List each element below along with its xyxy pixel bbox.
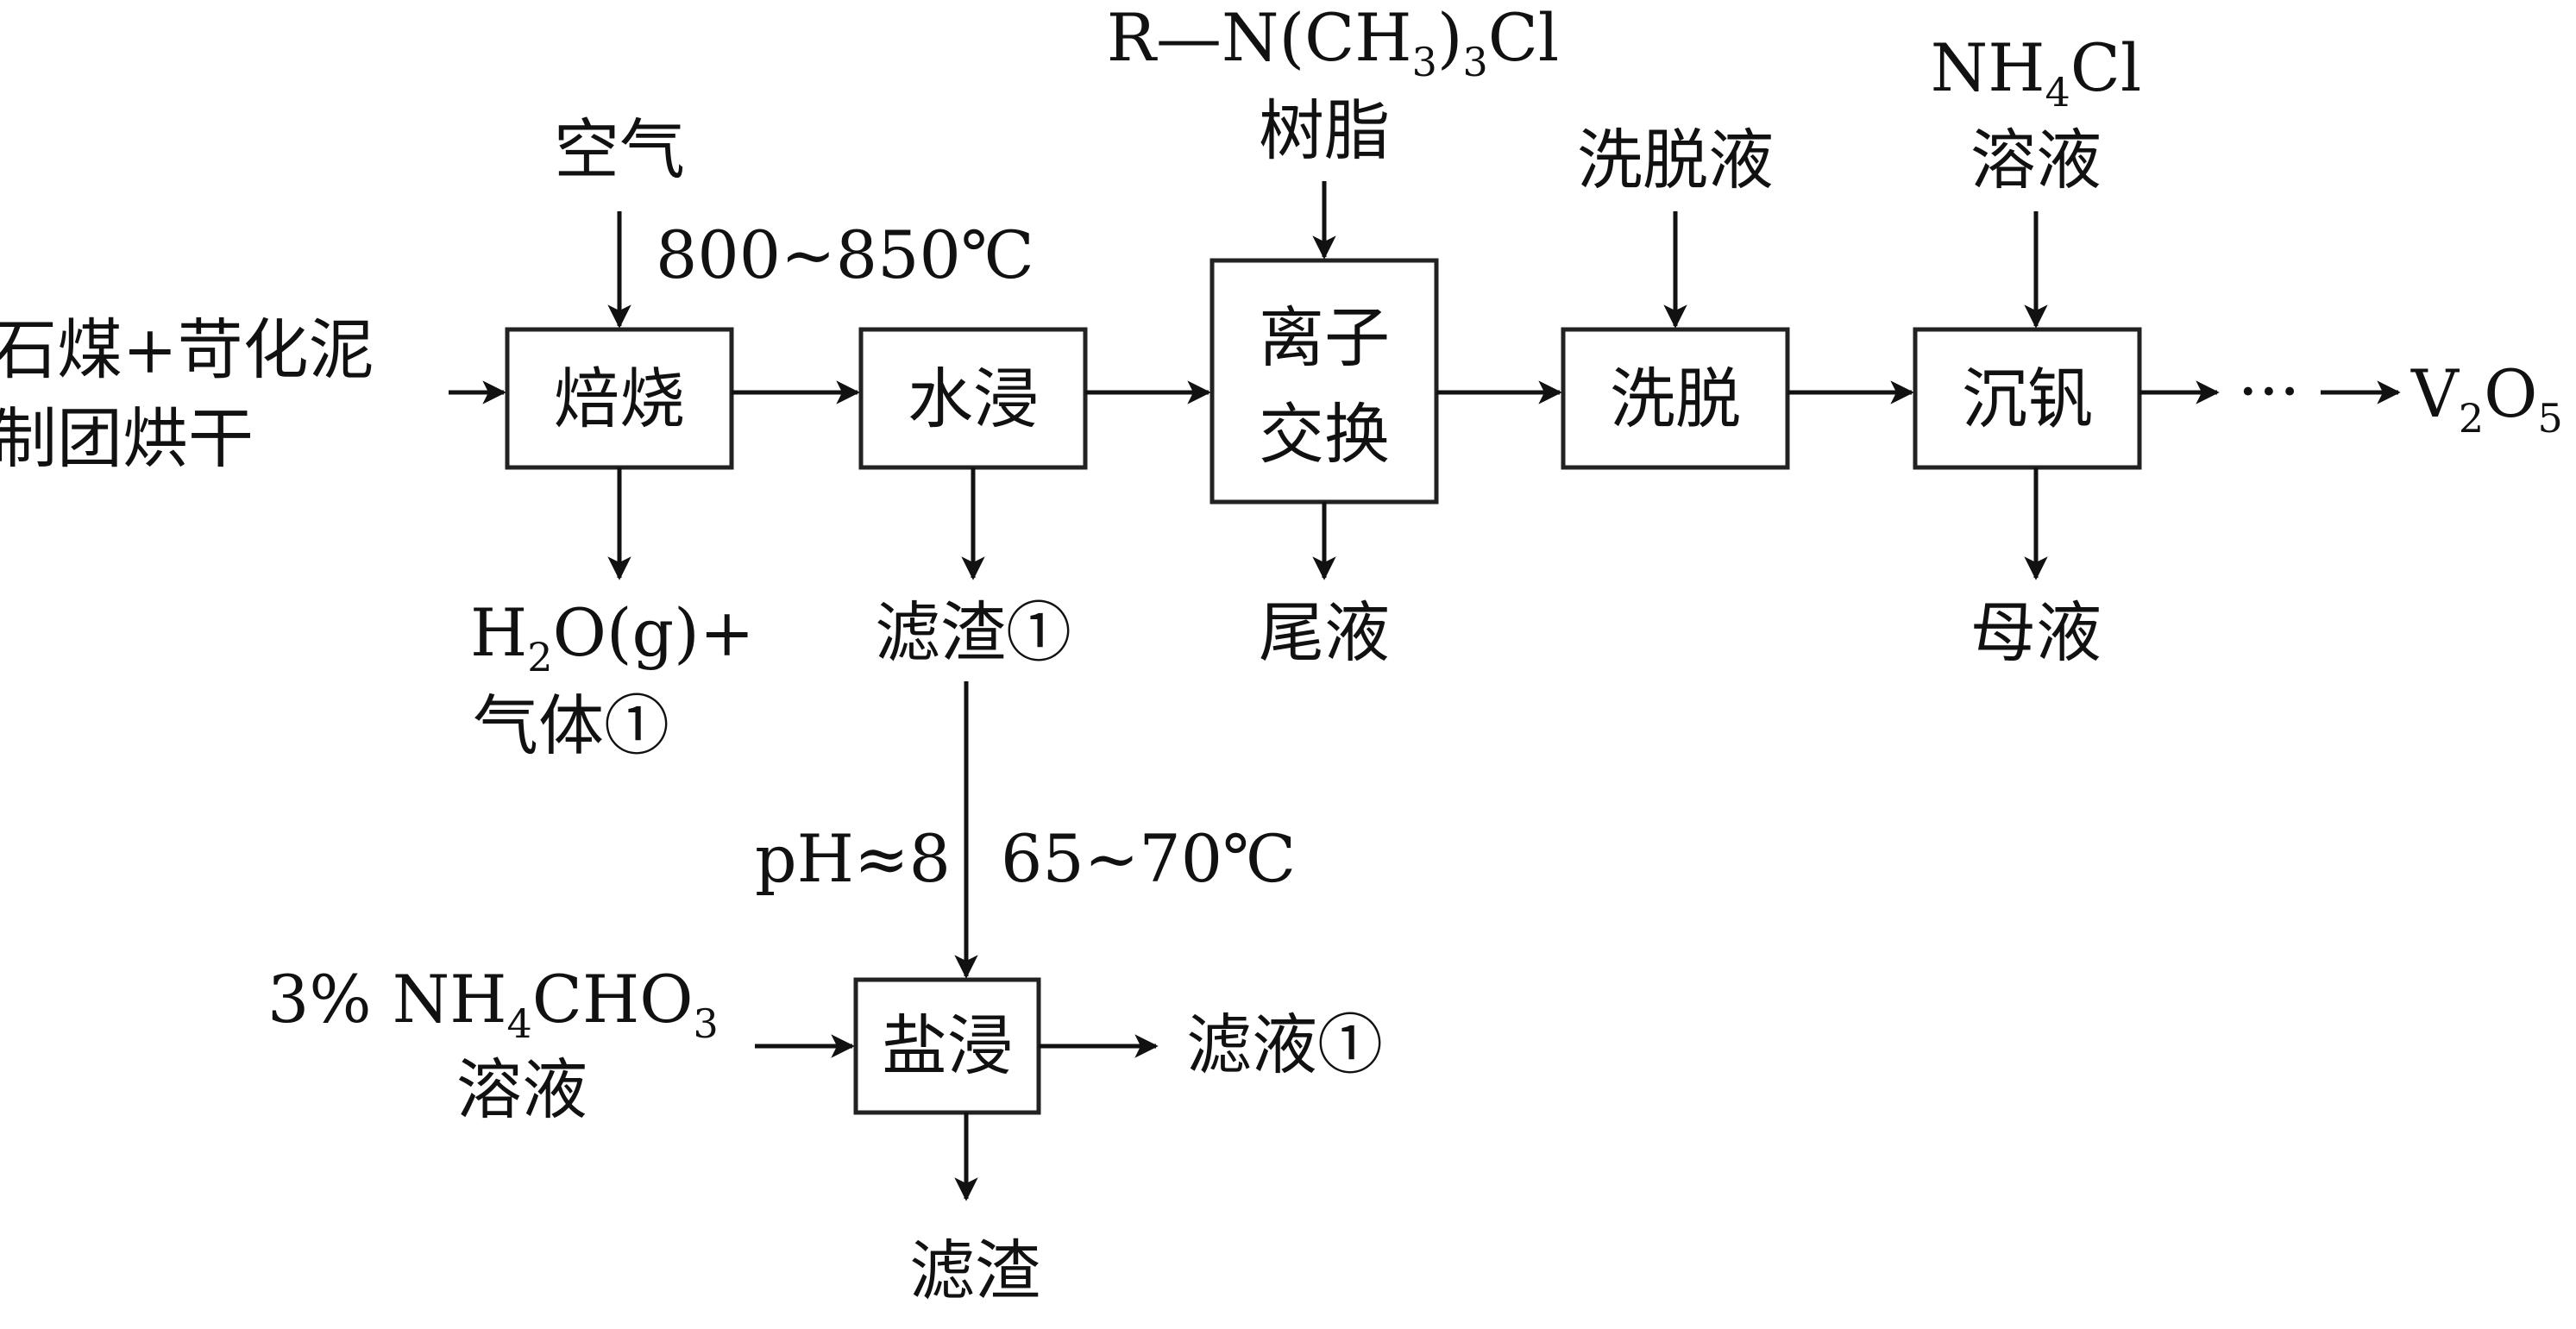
salt-leach-temperature-label: 65~70℃ <box>1001 820 1296 897</box>
nh4cho3-formula: 3% NH4CHO3 <box>267 961 719 1047</box>
roast-gas-label: 气体① <box>473 687 669 764</box>
filtrate1-label: 滤液① <box>1186 1006 1383 1083</box>
step-ion-exchange-label-2: 交换 <box>1259 396 1390 473</box>
step-elute-label: 洗脱 <box>1610 360 1741 437</box>
step-water-leach: 水浸 <box>858 327 1088 470</box>
step-ion-exchange-label-1: 离子 <box>1259 299 1390 376</box>
air-label: 空气 <box>554 111 685 188</box>
roast-temperature-label: 800~850℃ <box>656 216 1034 293</box>
residue1-label: 滤渣① <box>875 594 1071 671</box>
ph-label: pH≈8 <box>755 820 951 897</box>
step-precipitate-vanadium: 沉钒 <box>1913 327 2142 470</box>
step-precipitate-vanadium-label: 沉钒 <box>1962 360 2093 437</box>
nh4cl-solution-label: 溶液 <box>1970 122 2102 198</box>
residue-label: 滤渣 <box>909 1232 1040 1309</box>
roast-gas-formula: H2O(g)+ <box>470 594 755 680</box>
feed-label-2: 制团烘干 <box>0 400 254 477</box>
step-ion-exchange: 离子 交换 <box>1209 258 1439 505</box>
step-roast: 焙烧 <box>505 327 734 470</box>
mother-liquor-label: 母液 <box>1970 594 2102 671</box>
step-salt-leach: 盐浸 <box>853 977 1041 1115</box>
product-v2o5: V2O5 <box>2410 355 2563 442</box>
resin-formula: R—N(CH3)3Cl <box>1107 0 1560 85</box>
step-salt-leach-label: 盐浸 <box>882 1007 1013 1084</box>
ellipsis-label: ··· <box>2238 353 2300 429</box>
nh4cho3-solution-label: 溶液 <box>456 1051 587 1128</box>
step-water-leach-label: 水浸 <box>908 360 1039 437</box>
resin-label: 树脂 <box>1259 92 1390 169</box>
eluent-label: 洗脱液 <box>1577 122 1774 198</box>
tail-liquid-label: 尾液 <box>1259 594 1390 671</box>
step-roast-label: 焙烧 <box>554 360 685 437</box>
nh4cl-formula: NH4Cl <box>1931 29 2142 116</box>
feed-label-1: 石煤+苛化泥 <box>0 311 374 388</box>
step-elute: 洗脱 <box>1561 327 1790 470</box>
